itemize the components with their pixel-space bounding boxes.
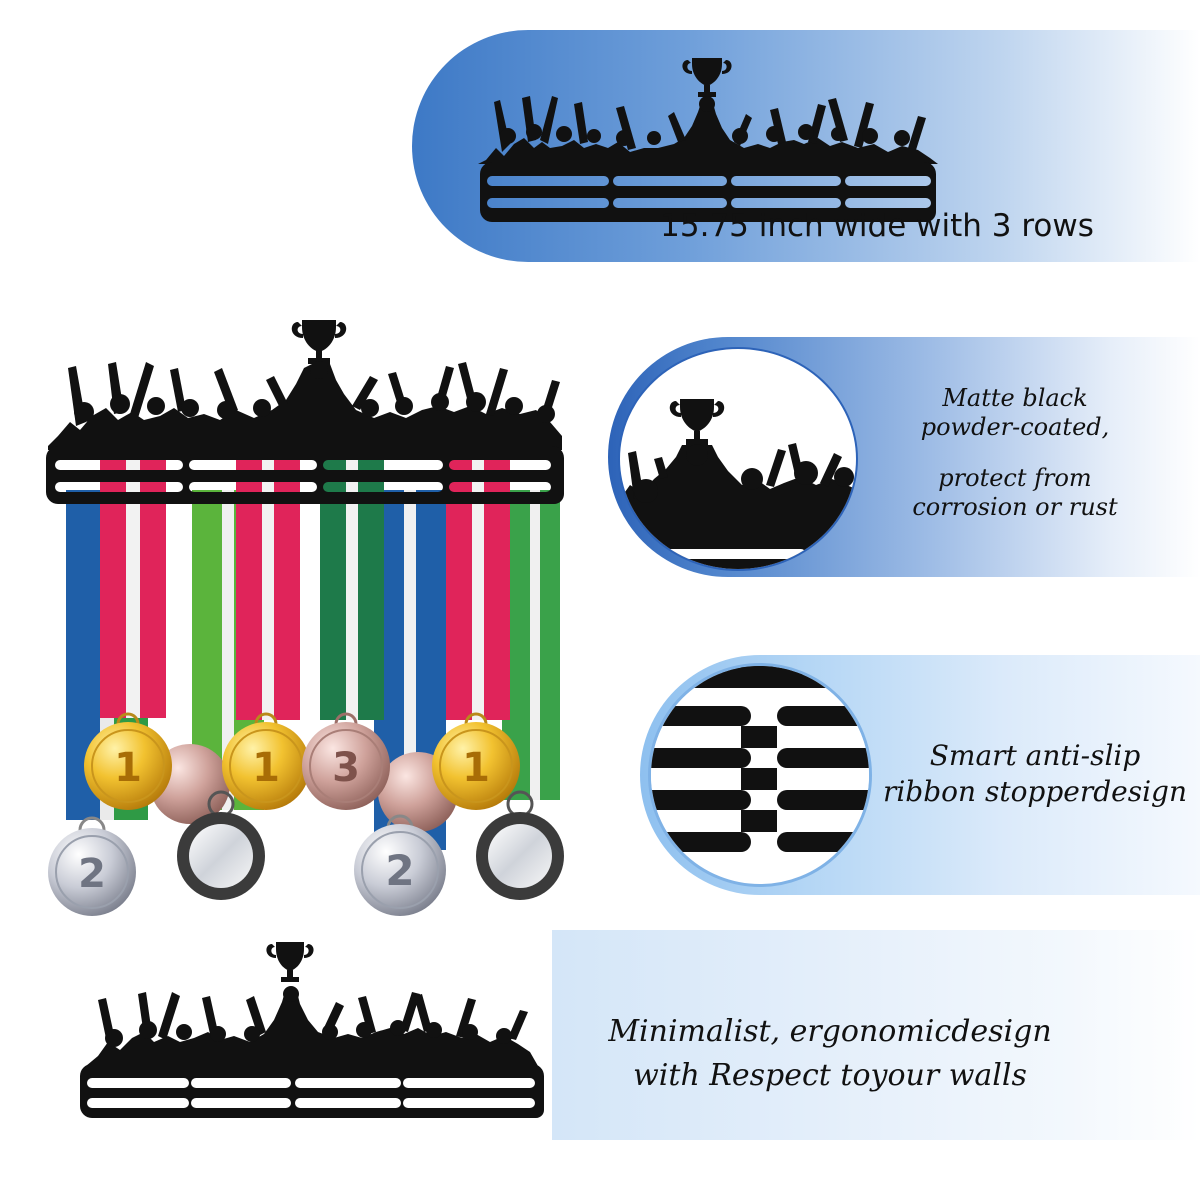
medal-gold-2-number: 1 (252, 745, 280, 791)
celebrating-crowd-icon (478, 96, 938, 164)
finish-line-4: corrosion or rust (912, 493, 1118, 521)
medal-gold-3-number: 1 (462, 745, 490, 791)
banner-design (552, 930, 1200, 1140)
trophy-crowd-closeup (620, 399, 856, 569)
finish-line-3: protect from (938, 464, 1092, 492)
ribbon-slot-icon (651, 666, 869, 852)
medal-gold-2: 1 (222, 712, 310, 810)
medal-gold-1: 1 (84, 712, 172, 810)
trophy-icon (276, 942, 304, 971)
medal-silver-1: 2 (48, 816, 136, 916)
antislip-line-1: Smart anti-slip (929, 739, 1141, 772)
medal-silver-2-number: 2 (385, 846, 414, 895)
top-hanger-image (478, 58, 938, 222)
finish-line-1: Matte black (942, 384, 1088, 412)
celebrating-crowd-icon (86, 988, 538, 1066)
bottom-hanger-image (80, 942, 544, 1118)
medal-silver-1-number: 2 (78, 851, 106, 897)
design-caption: Minimalist, ergonomicdesign with Respect… (560, 1010, 1100, 1098)
medal-bronze-number: 3 (332, 745, 360, 791)
hanger-silhouette (46, 320, 564, 504)
medal-gold-3: 1 (432, 712, 520, 810)
trophy-icon (682, 58, 732, 97)
finish-line-2: powder-coated, (920, 413, 1110, 441)
medal-hanger-image: 2 2 1 1 3 1 (46, 320, 564, 916)
finish-detail-circle (618, 347, 858, 571)
medal-mirror-1 (177, 790, 265, 900)
antislip-line-2: ribbon stopperdesign (882, 775, 1188, 808)
design-line-1: Minimalist, ergonomicdesign (608, 1014, 1052, 1049)
medal-bronze-front: 3 (302, 712, 390, 810)
design-line-2: with Respect toyour walls (633, 1058, 1027, 1093)
medal-mirror-2 (476, 790, 564, 900)
finish-caption: Matte black powder-coated, protect from … (880, 384, 1150, 522)
antislip-caption: Smart anti-slip ribbon stopperdesign (872, 738, 1198, 810)
antislip-detail-circle (648, 663, 872, 887)
medal-silver-2: 2 (354, 814, 446, 916)
rows-caption: 15.75 inch wide with 3 rows (660, 208, 1094, 244)
medal-gold-1-number: 1 (114, 745, 142, 791)
trophy-icon (680, 399, 714, 432)
